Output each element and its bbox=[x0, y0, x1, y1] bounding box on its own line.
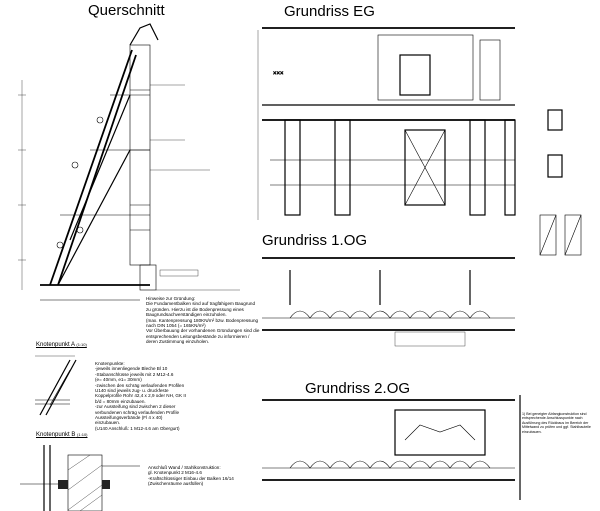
node-b-scale: (1:10) bbox=[77, 432, 88, 437]
second-floor-plan bbox=[262, 395, 521, 500]
right-note: 1) Bei geneigter Abfangkonstruktion sind… bbox=[522, 412, 591, 434]
node-b-label-text: Knotenpunkt B bbox=[36, 432, 76, 438]
first-floor-plan bbox=[262, 257, 515, 347]
ground-floor-title: Grundriss EG bbox=[284, 3, 375, 20]
node-a-label-text: Knotenpunkt A bbox=[36, 342, 75, 348]
first-floor-title: Grundriss 1.OG bbox=[262, 232, 368, 249]
detail-sketches bbox=[539, 109, 582, 256]
node-a-scale: (1:10) bbox=[76, 342, 87, 347]
node-a-drawing bbox=[35, 355, 77, 416]
node-b-note: Anschluß Wand / Stahlkonstruktion: gl. K… bbox=[148, 465, 234, 487]
node-b-label: Knotenpunkt B (1:10) bbox=[36, 432, 88, 438]
second-floor-title: Grundriss 2.OG bbox=[305, 380, 411, 397]
foundation-note: Hinweise zur Gründung: Die Fundamentbalk… bbox=[146, 296, 260, 345]
node-b-drawing bbox=[20, 445, 140, 511]
section-title: Querschnitt bbox=[88, 2, 165, 19]
svg-text:×××: ××× bbox=[273, 71, 284, 77]
cross-section-drawing bbox=[18, 23, 240, 301]
node-a-note: Knotenpunkte: -jeweils innenliegende Ble… bbox=[95, 361, 186, 431]
node-a-label: Knotenpunkt A (1:10) bbox=[36, 342, 87, 348]
ground-floor-plan: ××× bbox=[257, 27, 516, 220]
